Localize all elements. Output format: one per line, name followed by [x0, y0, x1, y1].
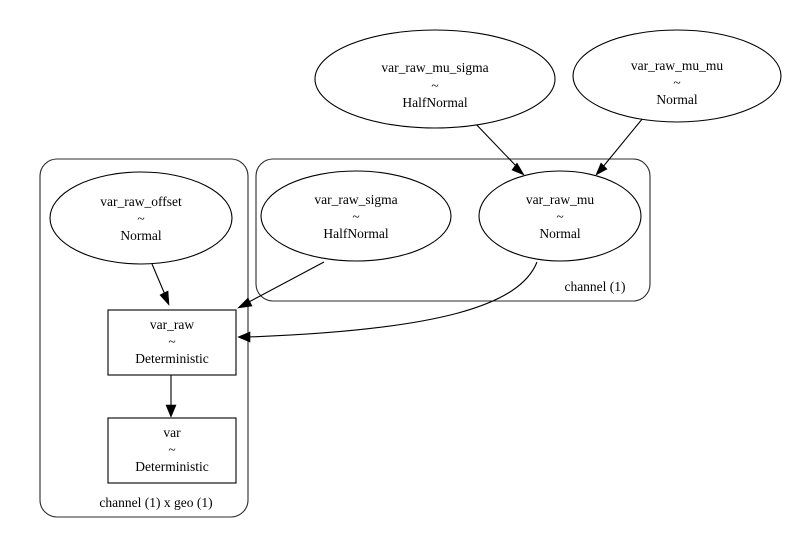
- node-var-tilde: ~: [168, 442, 175, 457]
- edge-var-raw-sigma-to-var-raw: [237, 261, 325, 309]
- node-var-raw-offset-shape[interactable]: [49, 171, 233, 265]
- node-var-raw-mu-distribution: Normal: [539, 226, 580, 241]
- node-var-raw-mu-sigma-distribution: HalfNormal: [402, 95, 467, 110]
- node-var-raw-mu[interactable]: var_raw_mu ~ Normal: [478, 170, 642, 262]
- node-var[interactable]: var ~ Deterministic: [107, 417, 237, 484]
- node-var-raw-mu-tilde: ~: [556, 209, 563, 224]
- cluster-channel-label: channel (1): [564, 279, 625, 294]
- node-var-raw-offset-tilde: ~: [137, 211, 144, 226]
- edge-var-raw-mu-sigma-to-var-raw-mu: [471, 119, 525, 176]
- arrowhead-icon: [511, 162, 525, 176]
- node-var-raw[interactable]: var_raw ~ Deterministic: [107, 309, 237, 376]
- node-var-raw-offset[interactable]: var_raw_offset ~ Normal: [49, 171, 233, 265]
- node-var-raw-mu-sigma[interactable]: var_raw_mu_sigma ~ HalfNormal: [314, 29, 556, 129]
- node-var-distribution: Deterministic: [135, 459, 208, 474]
- node-var-raw-mu-sigma-shape[interactable]: [314, 29, 556, 129]
- node-var-shape[interactable]: [107, 417, 237, 484]
- node-var-raw-mu-mu-distribution: Normal: [656, 92, 697, 107]
- node-var-name: var: [163, 425, 181, 440]
- node-var-raw-mu-mu-shape[interactable]: [572, 29, 782, 123]
- node-var-raw-tilde: ~: [168, 334, 175, 349]
- arrowhead-icon: [237, 297, 253, 309]
- node-var-raw-mu-sigma-name: var_raw_mu_sigma: [381, 60, 488, 75]
- node-var-raw-mu-mu[interactable]: var_raw_mu_mu ~ Normal: [572, 29, 782, 123]
- edge-var-raw-offset-to-var-raw: [151, 263, 170, 306]
- edge-line: [151, 263, 167, 298]
- node-var-raw-sigma-shape[interactable]: [260, 170, 452, 262]
- edge-line: [247, 261, 538, 338]
- node-var-raw-sigma-distribution: HalfNormal: [323, 226, 388, 241]
- node-var-raw-offset-distribution: Normal: [120, 228, 161, 243]
- arrowhead-icon: [595, 162, 608, 176]
- node-var-raw-shape[interactable]: [107, 309, 237, 376]
- node-var-raw-sigma[interactable]: var_raw_sigma ~ HalfNormal: [260, 170, 452, 262]
- node-var-raw-name: var_raw: [150, 317, 194, 332]
- node-var-raw-mu-mu-tilde: ~: [673, 75, 680, 90]
- node-var-raw-offset-name: var_raw_offset: [100, 194, 182, 209]
- cluster-channel-border: [255, 158, 651, 302]
- edge-line: [471, 119, 519, 169]
- edge-var-raw-mu-to-var-raw: [237, 261, 538, 343]
- node-var-raw-sigma-name: var_raw_sigma: [314, 192, 397, 207]
- edge-var-raw-mu-mu-to-var-raw-mu: [595, 117, 644, 176]
- cluster-channel: channel (1): [255, 158, 651, 302]
- node-var-raw-sigma-tilde: ~: [352, 209, 359, 224]
- edge-line: [601, 117, 644, 169]
- arrowhead-icon: [165, 404, 177, 418]
- cluster-channel-geo-label: channel (1) x geo (1): [99, 495, 212, 510]
- edge-var-raw-to-var: [165, 375, 177, 418]
- node-var-raw-mu-mu-name: var_raw_mu_mu: [631, 58, 723, 73]
- edge-line: [246, 261, 325, 304]
- arrowhead-icon: [159, 290, 170, 306]
- node-var-raw-mu-name: var_raw_mu: [526, 192, 594, 207]
- node-var-raw-mu-sigma-tilde: ~: [431, 78, 438, 93]
- node-var-raw-mu-shape[interactable]: [478, 170, 642, 262]
- arrowhead-icon: [237, 331, 251, 343]
- node-var-raw-distribution: Deterministic: [135, 351, 208, 366]
